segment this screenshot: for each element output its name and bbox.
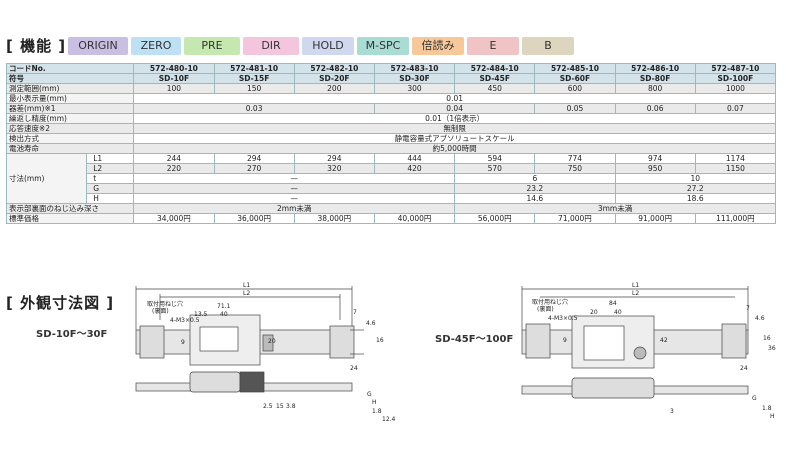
dim-note3: 4-M3×0.5 [170,317,200,324]
feature-b: B [522,37,574,55]
feature-origin: ORIGIN [68,37,128,55]
feature-mspc: M-SPC [357,37,409,55]
dim-40: 40 [220,311,228,318]
dim-9: 9 [181,339,185,346]
dim-38: 3.8 [286,403,296,410]
feature-badges: ORIGIN ZERO PRE DIR HOLD M-SPC 倍読み E B [68,37,574,55]
drawing1 [135,286,364,393]
dim-note2: (裏面) [152,307,169,315]
dim2-note1: 取付用ねじ穴 [532,298,568,306]
dim2-42: 42 [660,337,668,344]
dim2-36: 36 [768,345,776,352]
dim-g: G [367,391,372,398]
dim-135: 13.5 [194,311,208,318]
feature-zero: ZERO [131,37,181,55]
dim-7: 7 [353,309,357,316]
dim2-46: 4.6 [755,315,765,322]
dim-46: 4.6 [366,320,376,327]
dim-25: 2.5 [263,403,273,410]
dim2-h: H [770,413,775,420]
dim-711: 71.1 [217,303,231,310]
dim2-l1: L1 [632,282,639,289]
dim-16: 16 [376,337,384,344]
feature-hold: HOLD [302,37,354,55]
dim2-note3: 4-M3×0.5 [548,315,578,322]
dim-24: 24 [350,365,358,372]
dim2-16: 16 [763,335,771,342]
dim-h: H [372,399,377,406]
dim-l2: L2 [243,290,250,297]
dim-18: 1.8 [372,408,382,415]
price-cell: 111,000円 [694,213,777,224]
dim2-9: 9 [563,337,567,344]
dim2-g: G [752,395,757,402]
feature-heading: [ 機能 ] [6,37,67,55]
feature-double: 倍読み [412,37,464,55]
drawing2-label: SD-45F～100F [435,334,514,345]
feature-pre: PRE [184,37,240,55]
dimension-header: 寸法(mm) [5,153,88,204]
dim2-84: 84 [609,300,617,307]
drawing1-dims: L1 L2 取付用ねじ穴 (裏面) 4-M3×0.5 71.1 13.5 40 … [147,282,396,423]
dim-20: 20 [268,338,276,345]
dim-15: 15 [276,403,284,410]
dim2-24: 24 [740,365,748,372]
dim2-l2: L2 [632,290,639,297]
dim-124: 12.4 [382,416,396,423]
feature-e: E [467,37,519,55]
drawing2-dims: L1 L2 取付用ねじ穴 (裏面) 4-M3×0.5 84 20 40 7 4.… [532,282,776,420]
dim2-20: 20 [590,309,598,316]
dim-l1: L1 [243,282,250,289]
drawing1-label: SD-10F～30F [36,329,108,340]
dim-note1: 取付用ねじ穴 [147,300,183,308]
drawing2 [521,286,749,399]
dim2-40: 40 [614,309,622,316]
dim2-3: 3 [670,408,674,415]
dim2-18: 1.8 [762,405,772,412]
dim2-note2: (裏面) [537,305,554,313]
feature-dir: DIR [243,37,299,55]
dim2-7: 7 [746,305,750,312]
dimension-heading: [ 外観寸法図 ] [6,294,115,312]
